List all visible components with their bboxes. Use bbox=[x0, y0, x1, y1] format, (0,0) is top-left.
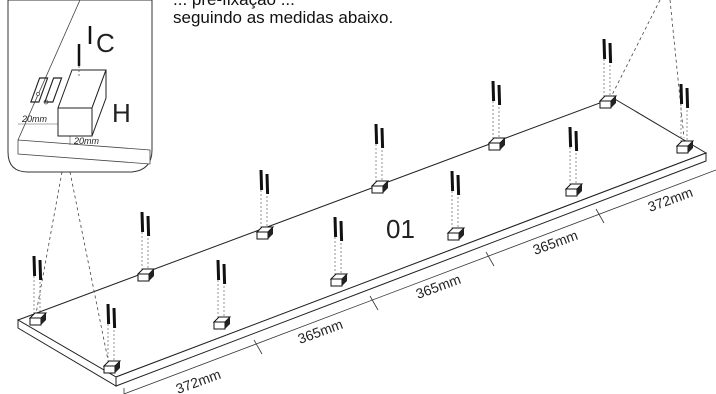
clip-block bbox=[676, 145, 689, 154]
screw-icon bbox=[38, 259, 43, 281]
dim-label-372-right: 372mm bbox=[646, 184, 695, 215]
clip-block bbox=[213, 321, 226, 330]
dim-label-372-left: 372mm bbox=[174, 366, 223, 394]
clip-block bbox=[565, 188, 578, 197]
screw-icon bbox=[456, 174, 461, 196]
part-number-label: 01 bbox=[386, 214, 415, 244]
clip-block bbox=[103, 365, 116, 374]
dim-label-365-1: 365mm bbox=[296, 316, 345, 347]
clip-with-screws bbox=[487, 80, 507, 151]
screw-icon bbox=[679, 83, 684, 105]
screw-icon bbox=[497, 84, 502, 106]
clip-block bbox=[256, 231, 269, 240]
clip-block bbox=[447, 232, 460, 241]
screw-icon bbox=[374, 123, 379, 145]
screw-icon bbox=[380, 127, 385, 149]
dimension-line bbox=[123, 169, 716, 394]
clip-with-screws bbox=[212, 259, 232, 330]
screw-icon bbox=[685, 87, 690, 109]
clip-with-screws bbox=[255, 169, 275, 240]
inset-dim-front: 20mm bbox=[73, 136, 100, 146]
screw-icon bbox=[106, 303, 111, 325]
screw-icon bbox=[222, 263, 227, 285]
screw-icon bbox=[216, 259, 221, 281]
screw-icon bbox=[491, 80, 496, 102]
clip-with-screws bbox=[675, 83, 695, 154]
instruction-line-1: ... pré-fixação ... bbox=[173, 0, 533, 9]
clip-group bbox=[28, 38, 695, 374]
screw-icon bbox=[574, 130, 579, 152]
clip-with-screws bbox=[329, 216, 349, 287]
screw-icon bbox=[568, 126, 573, 148]
screw-icon bbox=[265, 173, 270, 195]
panel-left-edge bbox=[17, 319, 117, 387]
clip-with-screws bbox=[370, 123, 390, 194]
clip-with-screws bbox=[136, 211, 156, 282]
instruction-text: ... pré-fixação ... seguindo as medidas … bbox=[173, 0, 533, 27]
dim-label-365-3: 365mm bbox=[531, 227, 580, 258]
screw-icon bbox=[32, 255, 37, 277]
inset-dim-left: 20mm bbox=[21, 114, 48, 124]
screw-icon bbox=[112, 307, 117, 329]
screw-icon bbox=[602, 38, 607, 60]
clip-block bbox=[488, 142, 501, 151]
screw-icon bbox=[333, 216, 338, 238]
clip-with-screws bbox=[102, 303, 122, 374]
screw-icon bbox=[608, 42, 613, 64]
screw-icon bbox=[146, 215, 151, 237]
clip-with-screws bbox=[28, 255, 48, 326]
inset-label-c: C bbox=[96, 28, 115, 58]
screw-icon bbox=[140, 211, 145, 233]
clip-block bbox=[29, 317, 42, 326]
screw-icon bbox=[450, 170, 455, 192]
clip-block bbox=[599, 100, 612, 109]
inset-label-h: H bbox=[112, 98, 131, 128]
clip-block bbox=[371, 185, 384, 194]
screw-icon bbox=[339, 220, 344, 242]
inset-clip-front bbox=[57, 107, 93, 137]
screw-icon bbox=[259, 169, 264, 191]
detail-inset: 20mm 20mm C H bbox=[7, 0, 153, 173]
clip-with-screws bbox=[598, 38, 618, 109]
clip-with-screws bbox=[446, 170, 466, 241]
inset-panel-edge bbox=[17, 139, 151, 165]
instruction-line-2: seguindo as medidas abaixo. bbox=[173, 8, 394, 27]
clip-block bbox=[137, 273, 150, 282]
clip-block bbox=[330, 278, 343, 287]
clip-with-screws bbox=[564, 126, 584, 197]
